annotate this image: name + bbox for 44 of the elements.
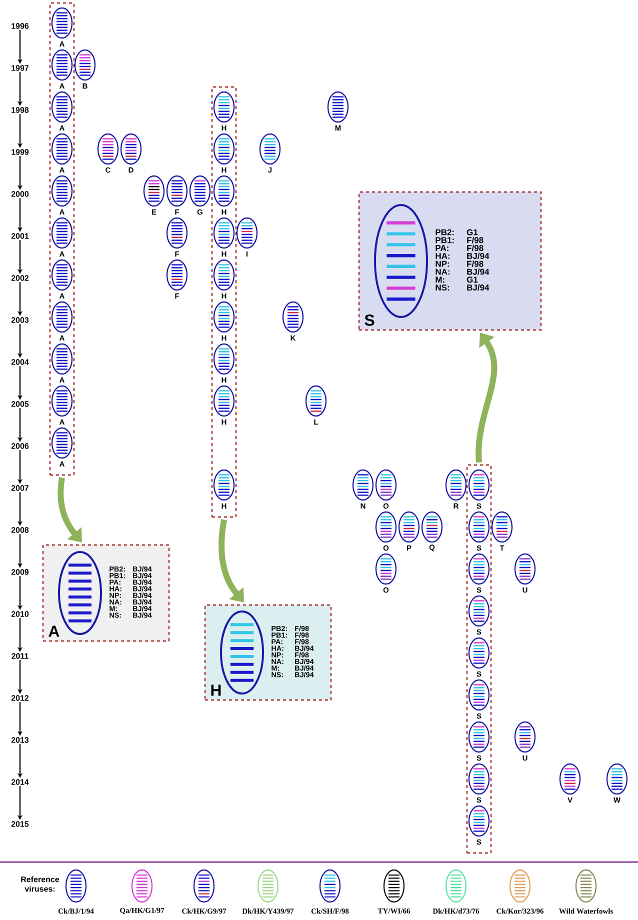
node-label: BJ/94 [467,268,490,275]
dashed-frame [49,2,75,476]
node-label: PB1: [436,237,454,244]
node-label: NA: [436,268,450,275]
node-label: BJ/94 [467,252,490,260]
node-label: BJ/94 [467,284,490,291]
year-label: 2015 [11,821,29,827]
node-label: F/98 [467,244,484,252]
segment-table: PB2: G1 PB1: F/98 PA: F/98 HA: BJ/94 NP: F/98 NA: BJ/94 M: G1 NS: BJ/94 [436,229,490,291]
year-label: 2005 [11,401,29,407]
year-label: 2002 [11,275,29,281]
node-label: F/98 [467,260,484,267]
year-label: 1998 [12,107,29,113]
node-label: PA: [436,245,448,251]
year-label: 2007 [11,485,29,491]
year-label: 1996 [12,23,29,29]
dashed-frame [211,86,237,518]
year-label: 2000 [11,191,29,197]
dashed-frame [466,464,492,854]
node-label: M: [436,276,444,283]
year-label: 2012 [11,695,29,701]
node-label: HA: [436,253,450,259]
year-label: 1997 [12,65,29,71]
node-label: NS: [436,284,450,291]
year-label: 2001 [11,233,29,239]
year-label: 2004 [11,359,29,365]
year-label: 1999 [12,149,29,155]
node-label: G1 [466,276,478,283]
node-label: F/98 [467,236,484,244]
card-letter: A [48,626,60,637]
node-label: NP: [436,260,450,267]
node-label: G1 [466,229,478,236]
year-label: 2008 [11,527,29,533]
year-label: 2003 [11,317,29,323]
node-label: PB2: [436,229,454,236]
year-label: 2013 [11,737,29,743]
card-letter: S [364,314,374,326]
year-label: 2006 [11,443,29,449]
year-label: 2010 [11,611,29,617]
year-label: 2011 [12,653,28,659]
year-label: 2014 [11,779,29,785]
year-label: 2009 [11,569,29,575]
legend-title: Reference viruses: [21,876,60,892]
card-letter: H [211,684,221,696]
